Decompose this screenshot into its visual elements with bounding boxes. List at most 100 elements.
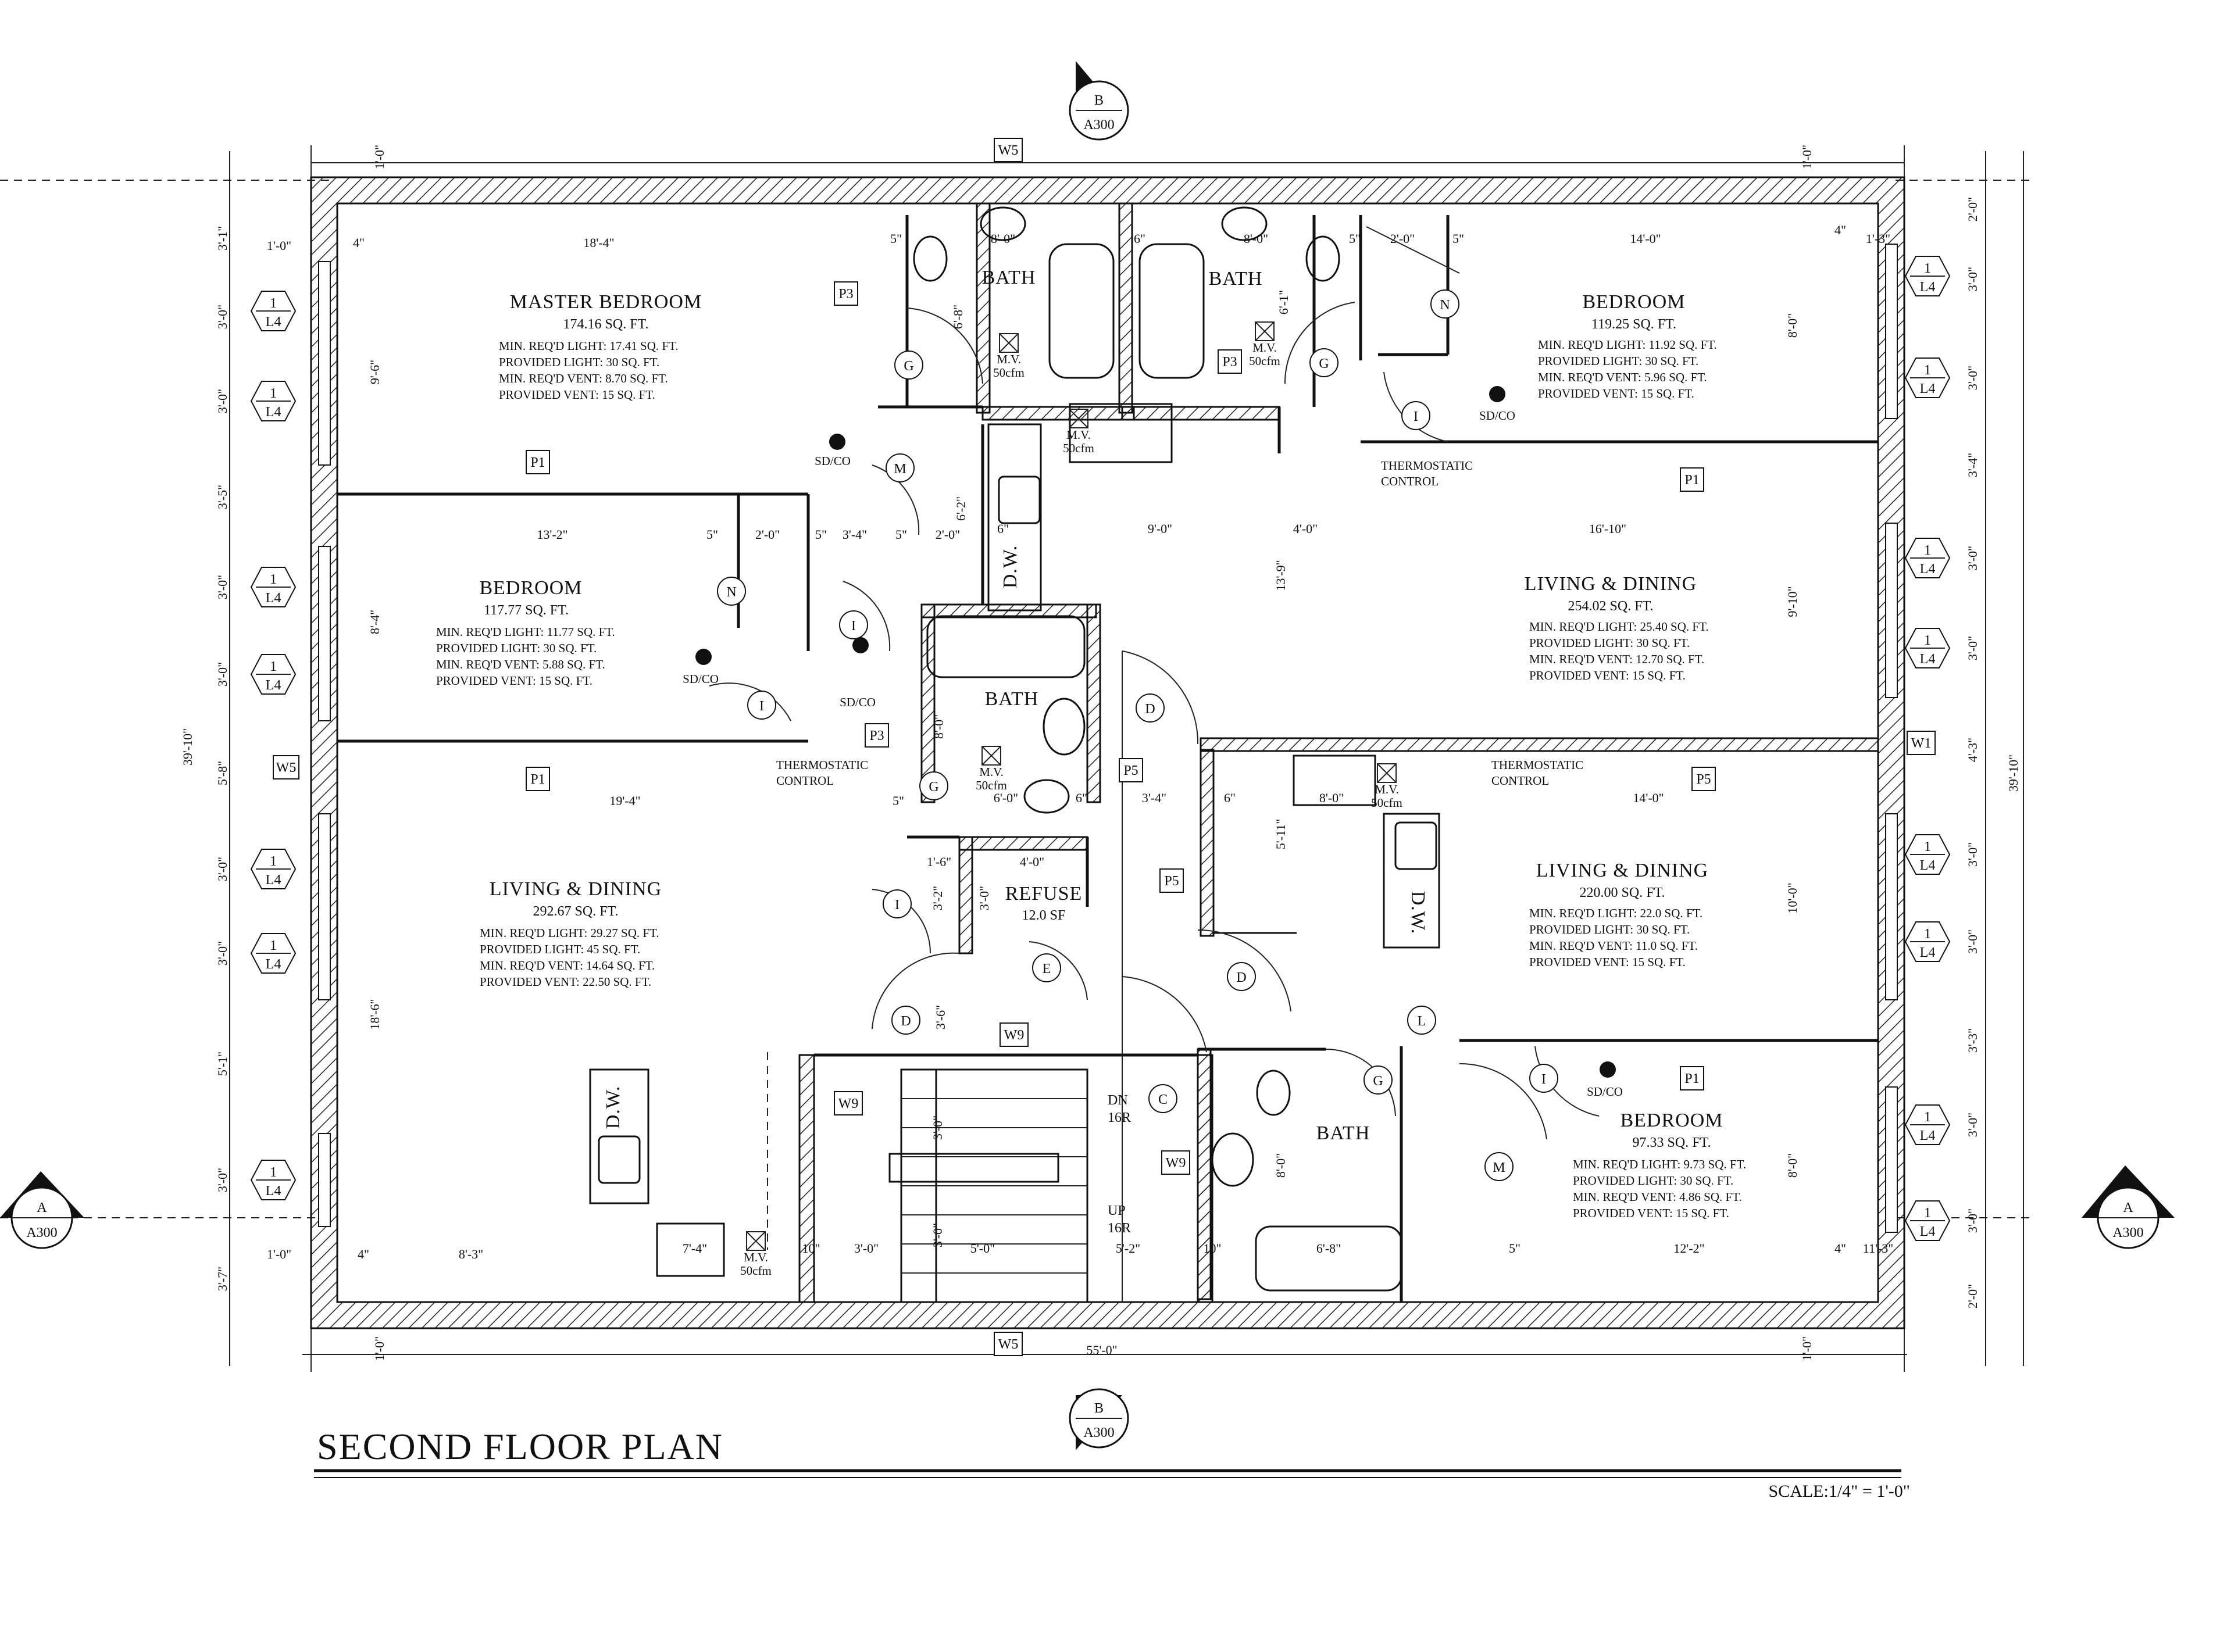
dimension-text: 3'-0" — [1965, 267, 1980, 291]
dimension-text: 3'-0" — [215, 662, 230, 686]
dimension-text: 3'-0" — [930, 1223, 945, 1247]
dimension-text: 6'-8" — [951, 305, 965, 329]
room-note: MIN. REQ'D VENT: 5.88 SQ. FT. — [436, 657, 605, 671]
dimension-text: 4'-3" — [1965, 738, 1980, 762]
tag-w5: W5 — [998, 143, 1019, 158]
room-note: PROVIDED VENT: 22.50 SQ. FT. — [480, 975, 651, 989]
control-label: CONTROL — [1491, 774, 1549, 788]
dimension-text: 9'-6" — [367, 360, 382, 384]
dimension-text: 8'-3" — [459, 1247, 483, 1261]
dimension-text: 1'-0" — [1800, 145, 1814, 169]
bath-label: BATH — [1316, 1122, 1370, 1144]
thermostats: THERMOSTATIC CONTROL THERMOSTATIC CONTRO… — [776, 459, 1583, 788]
dimension-text: 1'-0" — [372, 145, 387, 169]
control-label: CONTROL — [776, 774, 834, 788]
room-note: PROVIDED VENT: 15 SQ. FT. — [1529, 955, 1686, 969]
mv-cfm: 50cfm — [1249, 354, 1280, 368]
l4-sheet: L4 — [266, 957, 281, 972]
door-mark-g: G — [1373, 1074, 1383, 1089]
refuse-area: 12.0 SF — [1022, 908, 1066, 923]
l4-number: 1 — [270, 386, 277, 401]
door-mark-n: N — [1440, 298, 1450, 313]
dimension-text: 3'-1" — [215, 226, 230, 251]
dimension-text: 14'-0" — [1630, 231, 1661, 246]
room-name: MASTER BEDROOM — [510, 291, 702, 313]
mv-label: M.V. — [1252, 341, 1277, 355]
l4-number: 1 — [1924, 633, 1931, 648]
dimension-text: 2'-0" — [1965, 1284, 1980, 1308]
dimension-text: 3'-0" — [854, 1241, 879, 1256]
door-mark-d: D — [901, 1014, 911, 1029]
door-mark-g: G — [1319, 356, 1329, 371]
dimension-text: 5'-2" — [1116, 1241, 1140, 1256]
door-mark-g: G — [929, 779, 938, 795]
room-note: PROVIDED VENT: 15 SQ. FT. — [436, 674, 592, 688]
mv-label: M.V. — [979, 765, 1004, 779]
sdco-label: SD/CO — [1479, 409, 1515, 423]
door-mark-i: I — [759, 699, 764, 714]
dimension-text: 8'-0" — [1785, 313, 1800, 338]
dimension-text: 2'-0" — [936, 527, 960, 542]
section-letter: B — [1094, 1401, 1104, 1416]
dimension-text: 3'-2" — [930, 886, 945, 910]
tag-w5: W5 — [276, 760, 297, 775]
room-name: LIVING & DINING — [1525, 573, 1697, 595]
l4-sheet: L4 — [266, 1183, 281, 1199]
room-area: 254.02 SQ. FT. — [1568, 599, 1654, 614]
dimension-text: 10" — [802, 1241, 820, 1256]
stair-dn: DN — [1108, 1093, 1128, 1108]
door-mark-i: I — [1414, 409, 1418, 424]
dimension-text: 5" — [895, 527, 907, 542]
section-letter: A — [37, 1200, 47, 1215]
boxed-tags: W5 W5 W5 W1 W9 W9 W9 P1 P1 P1 P1 P3 P3 P… — [273, 138, 1936, 1356]
vertical-dimension-texts: 9'-6" 8'-4" 18'-6" 6'-8" 6'-1" 6'-2" 8'-… — [180, 145, 2021, 1361]
l4-number: 1 — [1924, 1206, 1931, 1221]
section-letter: A — [2123, 1200, 2133, 1215]
l4-sheet: L4 — [1920, 562, 1936, 577]
misc-room-labels: BATH BATH BATH BATH REFUSE 12.0 SF D.W. … — [602, 267, 1429, 1236]
l4-sheet: L4 — [1920, 381, 1936, 396]
l4-number: 1 — [270, 296, 277, 311]
section-marker-left: A A300 — [0, 1171, 84, 1249]
tag-w1: W1 — [1911, 736, 1932, 751]
dimension-text: 2'-0" — [1965, 197, 1980, 221]
l4-sheet: L4 — [1920, 280, 1936, 295]
dimension-text: 5" — [890, 231, 902, 246]
drawing-scale: SCALE:1/4" = 1'-0" — [1769, 1482, 1911, 1501]
room-area: 292.67 SQ. FT. — [533, 904, 619, 919]
dimension-text: 6" — [1076, 791, 1087, 805]
dimension-text: 3'-5" — [215, 485, 230, 509]
tag-w9: W9 — [1004, 1028, 1025, 1043]
dimension-text: 8'-0" — [1319, 791, 1344, 805]
room-living-dining-top-right: LIVING & DINING 254.02 SQ. FT. MIN. REQ'… — [1525, 573, 1709, 682]
section-sheet: A300 — [2112, 1225, 2143, 1240]
thermostatic-label: THERMOSTATIC — [776, 758, 868, 772]
thermostatic-label: THERMOSTATIC — [1381, 459, 1473, 473]
l4-sheet: L4 — [1920, 858, 1936, 873]
dimension-text: 1'-3" — [1866, 231, 1890, 246]
dimension-text: 3'-0" — [1965, 929, 1980, 954]
dimension-text: 11'-3" — [1863, 1241, 1893, 1256]
dimension-text: 4'-0" — [1020, 854, 1044, 869]
room-master-bedroom: MASTER BEDROOM 174.16 SQ. FT. MIN. REQ'D… — [499, 291, 702, 402]
dimension-text: 10'-0" — [1785, 882, 1800, 913]
door-marks: G G G M M N N I I I I I D D D C E L G — [717, 289, 1558, 1181]
l4-number: 1 — [270, 1165, 277, 1180]
dimension-text: 5'-1" — [215, 1052, 230, 1076]
section-sheet: A300 — [1083, 117, 1114, 133]
door-mark-e: E — [1043, 961, 1051, 977]
room-note: MIN. REQ'D LIGHT: 11.77 SQ. FT. — [436, 625, 615, 639]
room-living-dining-bottom-right: LIVING & DINING 220.00 SQ. FT. MIN. REQ'… — [1529, 860, 1708, 969]
tag-p5: P5 — [1164, 874, 1179, 889]
dimension-text: 6" — [1134, 231, 1145, 246]
tag-p3: P3 — [869, 728, 884, 743]
door-mark-n: N — [726, 585, 736, 600]
tag-p1: P1 — [530, 455, 545, 470]
door-mark-d: D — [1145, 702, 1155, 717]
dimension-text: 5" — [1349, 231, 1361, 246]
tag-w5: W5 — [998, 1337, 1019, 1352]
dw-label: D.W. — [1000, 545, 1021, 589]
room-note: MIN. REQ'D VENT: 5.96 SQ. FT. — [1538, 370, 1707, 384]
l4-sheet: L4 — [266, 873, 281, 888]
